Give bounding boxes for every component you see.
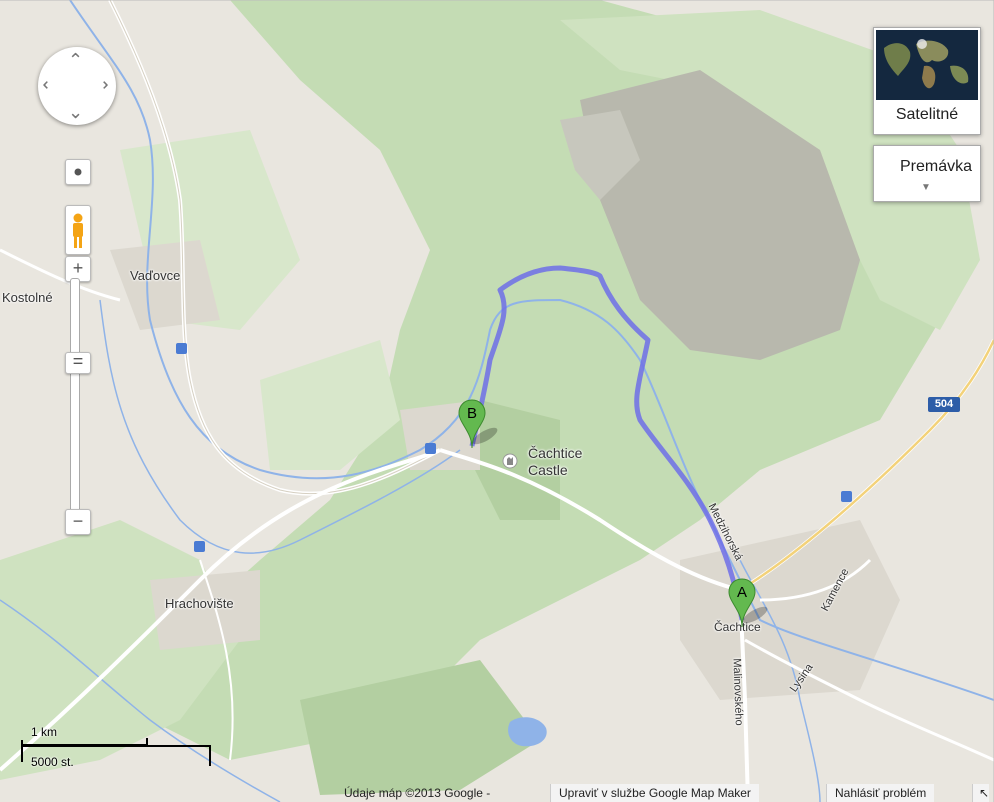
place-label-vadovce: Vaďovce: [130, 268, 181, 283]
marker-b[interactable]: B: [458, 398, 506, 450]
satellite-label: Satelitné: [895, 106, 959, 123]
traffic-label: Premávka: [900, 158, 973, 175]
scale-metric-label: 1 km: [31, 725, 58, 739]
street-view-pegman-button[interactable]: [65, 205, 91, 255]
pan-left-icon[interactable]: ⌃: [40, 77, 61, 93]
pan-control[interactable]: ⌃ ⌃ ⌃ ⌃: [38, 47, 116, 125]
pan-up-icon[interactable]: ⌃: [68, 50, 84, 70]
zoom-slider-track[interactable]: [70, 278, 80, 520]
map-data-attribution: Údaje máp ©2013 Google -: [344, 786, 491, 800]
dot-icon: [74, 168, 82, 176]
street-label-malinovskeho: Malinovského: [730, 658, 745, 726]
pan-right-icon[interactable]: ⌃: [90, 77, 111, 93]
place-label-cachtice-castle[interactable]: Čachtice Castle: [528, 445, 583, 478]
satellite-map-type-button[interactable]: Satelitné: [873, 27, 981, 135]
road-shield-504: 504: [928, 397, 960, 412]
marker-b-label: B: [467, 405, 477, 422]
dropdown-arrow-icon: ▼: [921, 182, 931, 193]
place-label-kostolne: Kostolné: [2, 290, 53, 305]
traffic-layer-button[interactable]: Premávka ▼: [873, 145, 981, 202]
recenter-button[interactable]: [65, 159, 91, 185]
place-label-cachtice: Čachtice: [714, 620, 761, 634]
pan-down-icon[interactable]: ⌃: [68, 101, 84, 121]
pegman-icon: [73, 213, 83, 248]
plus-icon: +: [72, 258, 84, 278]
edit-in-map-maker-link[interactable]: Upraviť v službe Google Map Maker: [550, 784, 759, 802]
collapse-footer-button[interactable]: ↖: [972, 784, 989, 802]
report-problem-link[interactable]: Nahlásiť problém: [826, 784, 935, 802]
zoom-slider-handle[interactable]: =: [65, 352, 91, 374]
zoom-out-button[interactable]: −: [65, 509, 91, 535]
expand-arrow-icon: ↖: [979, 786, 990, 800]
slider-handle-icon: =: [72, 351, 84, 371]
minus-icon: −: [72, 511, 84, 531]
place-label-hrachoviste: Hrachovište: [165, 596, 234, 611]
marker-a[interactable]: A: [728, 577, 776, 633]
marker-a-label: A: [737, 584, 747, 601]
globe-thumbnail-icon: [876, 30, 978, 100]
scale-imperial-label: 5000 st.: [31, 755, 74, 769]
satellite-thumbnail: [876, 30, 978, 100]
